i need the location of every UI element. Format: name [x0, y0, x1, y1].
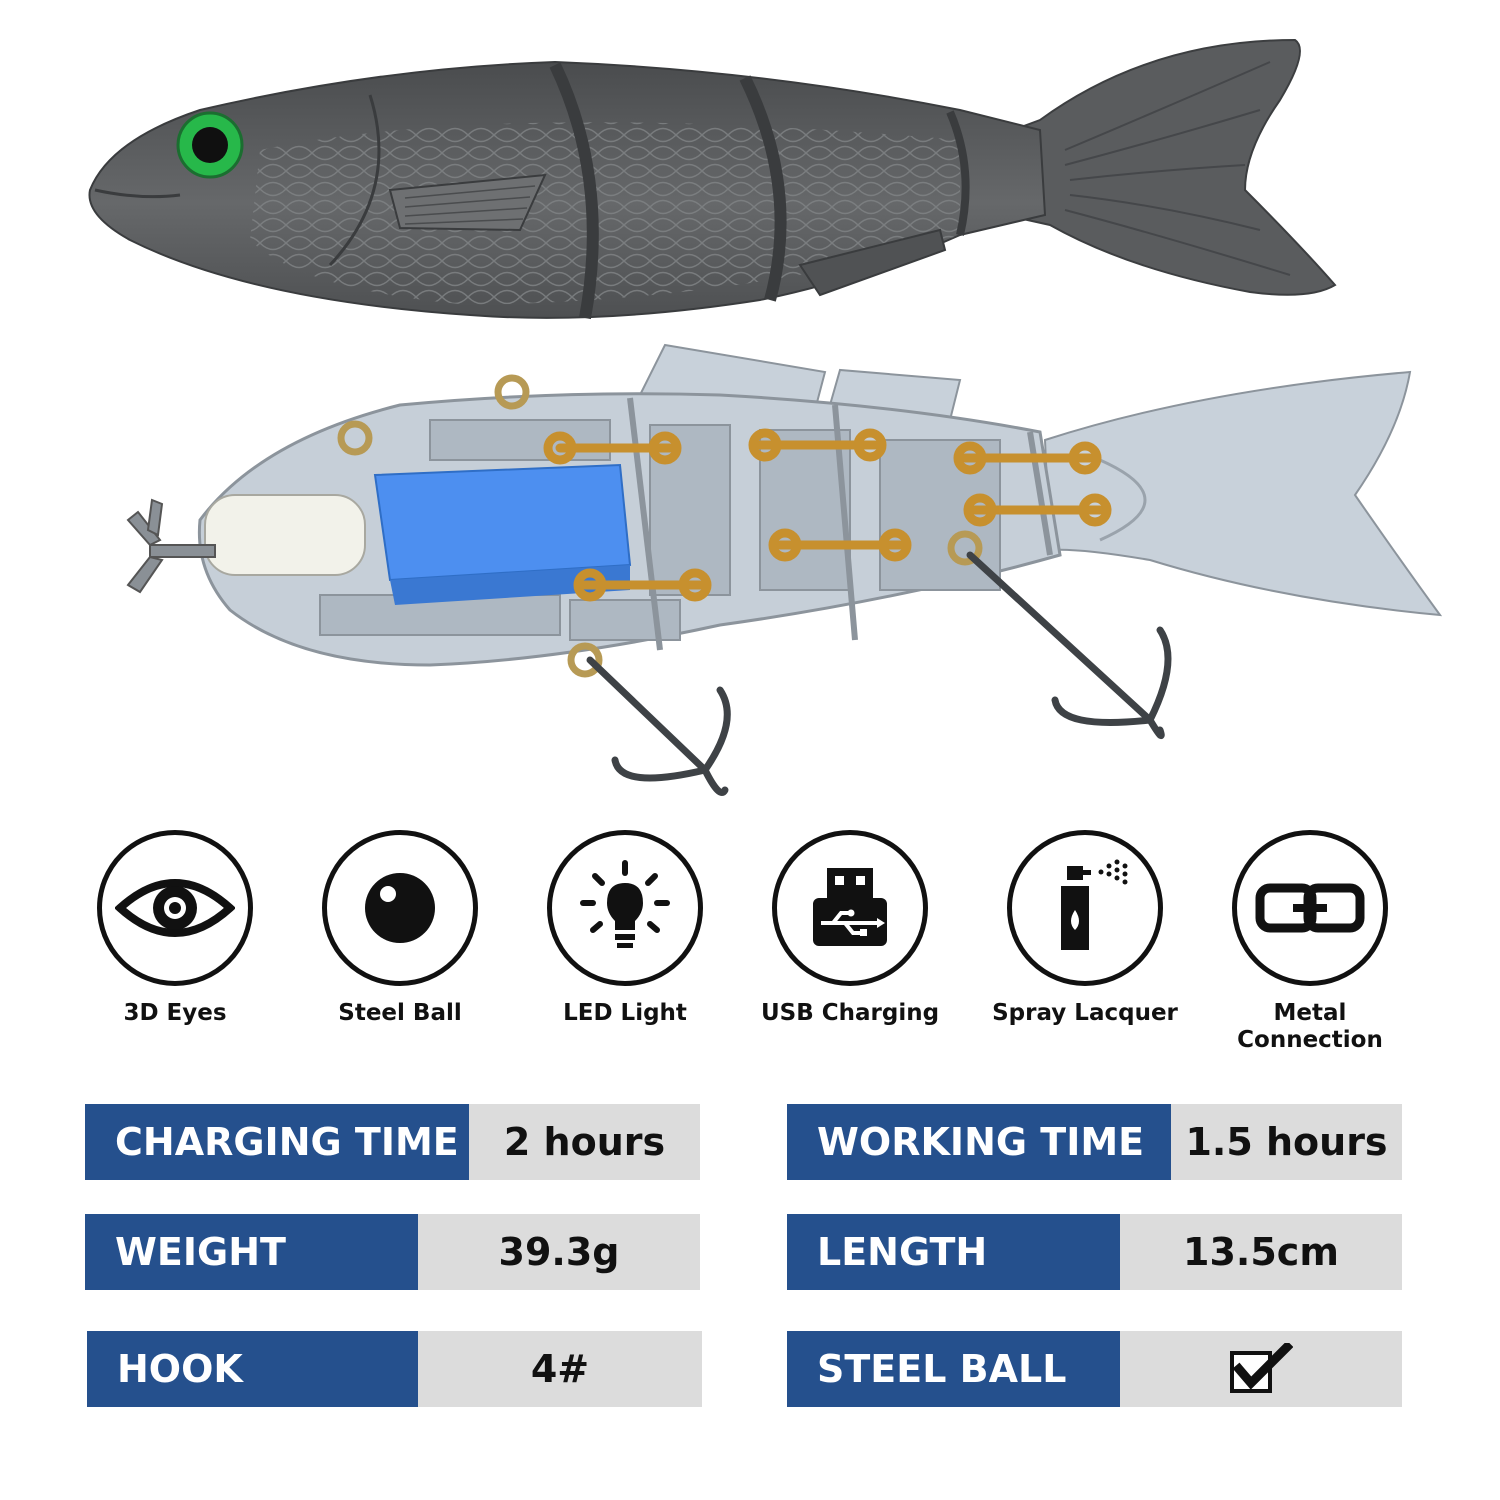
feature-circle — [322, 830, 478, 986]
lure-illustration — [88, 38, 1443, 796]
spec-key: HOOK — [87, 1331, 418, 1407]
feature-label: USB Charging — [760, 1000, 940, 1026]
spec-working-time: WORKING TIME 1.5 hours — [787, 1104, 1402, 1180]
spec-key: CHARGING TIME — [85, 1104, 469, 1180]
spec-value: 39.3g — [418, 1214, 700, 1290]
spray-bottle-icon — [1061, 859, 1128, 950]
spec-value: 4# — [418, 1331, 702, 1407]
spec-steel-ball: STEEL BALL — [787, 1331, 1402, 1407]
feature-steel-ball: Steel Ball — [290, 830, 510, 1027]
feature-metal-connection: Metal Connection — [1200, 830, 1420, 1054]
lure-exterior — [88, 38, 1337, 320]
feature-circle — [547, 830, 703, 986]
spec-charging-time: CHARGING TIME 2 hours — [85, 1104, 700, 1180]
feature-icons-row: 3D Eyes Steel Ball — [0, 830, 1500, 1080]
spec-value: 1.5 hours — [1171, 1104, 1402, 1180]
chain-link-icon — [1255, 883, 1365, 933]
spec-key: LENGTH — [787, 1214, 1120, 1290]
light-bulb-icon — [580, 860, 670, 948]
spec-value — [1120, 1331, 1402, 1407]
feature-usb-charging: USB Charging — [740, 830, 960, 1027]
spec-weight: WEIGHT 39.3g — [85, 1214, 700, 1290]
spec-value: 2 hours — [469, 1104, 700, 1180]
check-icon — [1230, 1343, 1293, 1393]
feature-label: LED Light — [563, 1000, 687, 1026]
eye-icon — [115, 879, 235, 937]
spec-key: WEIGHT — [85, 1214, 418, 1290]
propeller — [126, 498, 216, 594]
feature-label: Spray Lacquer — [992, 1000, 1178, 1026]
treble-hook — [586, 551, 1172, 796]
spec-key: STEEL BALL — [787, 1331, 1120, 1407]
feature-circle — [1007, 830, 1163, 986]
feature-label: Steel Ball — [338, 1000, 462, 1026]
lure-cutaway — [126, 343, 1443, 796]
feature-circle — [97, 830, 253, 986]
battery — [373, 463, 632, 582]
spec-length: LENGTH 13.5cm — [787, 1214, 1402, 1290]
feature-circle — [1232, 830, 1388, 986]
feature-led-light: LED Light — [515, 830, 735, 1027]
spec-value: 13.5cm — [1120, 1214, 1402, 1290]
spec-hook: HOOK 4# — [87, 1331, 702, 1407]
feature-label: 3D Eyes — [123, 1000, 227, 1026]
lure-tail — [959, 38, 1337, 296]
feature-spray-lacquer: Spray Lacquer — [975, 830, 1195, 1027]
feature-label: Metal Connection — [1237, 1000, 1383, 1053]
spec-key: WORKING TIME — [787, 1104, 1171, 1180]
feature-circle — [772, 830, 928, 986]
feature-3d-eyes: 3D Eyes — [65, 830, 285, 1027]
usb-icon — [813, 868, 887, 946]
steel-ball-icon — [365, 873, 435, 943]
